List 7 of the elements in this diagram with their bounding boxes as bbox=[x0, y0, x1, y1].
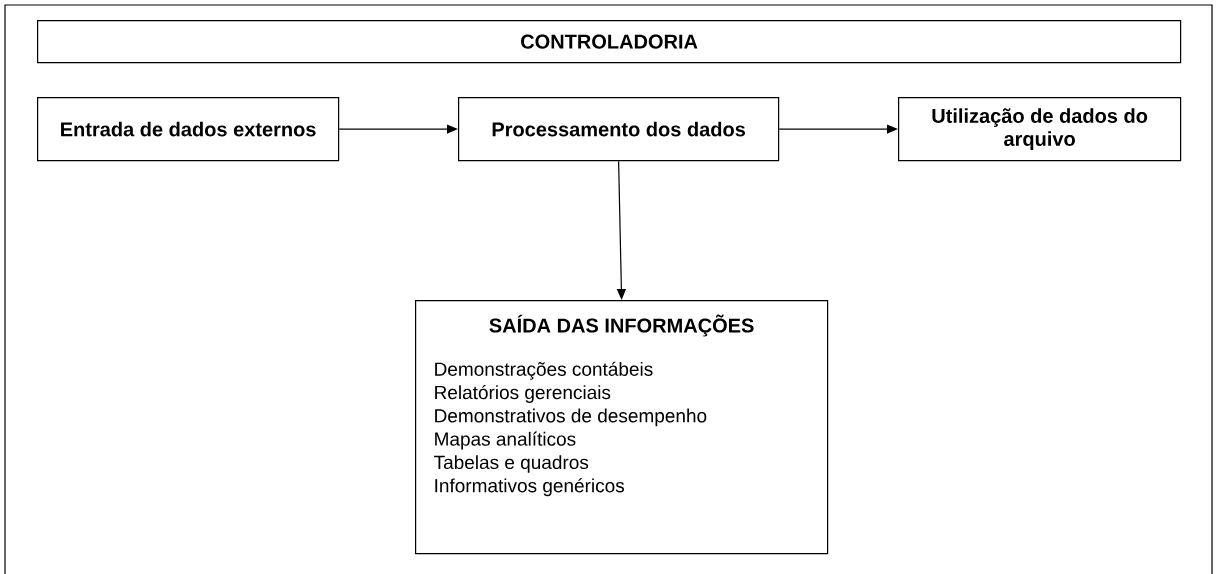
process-box: Entrada de dados externos bbox=[37, 97, 340, 162]
header-box: CONTROLADORIA bbox=[37, 20, 1182, 64]
arrow bbox=[338, 124, 458, 134]
process-box: Processamento dos dados bbox=[458, 97, 780, 162]
process-box: Utilização de dados do arquivo bbox=[898, 97, 1182, 162]
output-box: SAÍDA DAS INFORMAÇÕES Demonstrações contábeis Relatórios gerenciais Demonstrativos de desempenho Mapas analíticos Tabelas e quadros Informativos genéricos bbox=[415, 300, 829, 555]
arrow bbox=[778, 124, 898, 134]
